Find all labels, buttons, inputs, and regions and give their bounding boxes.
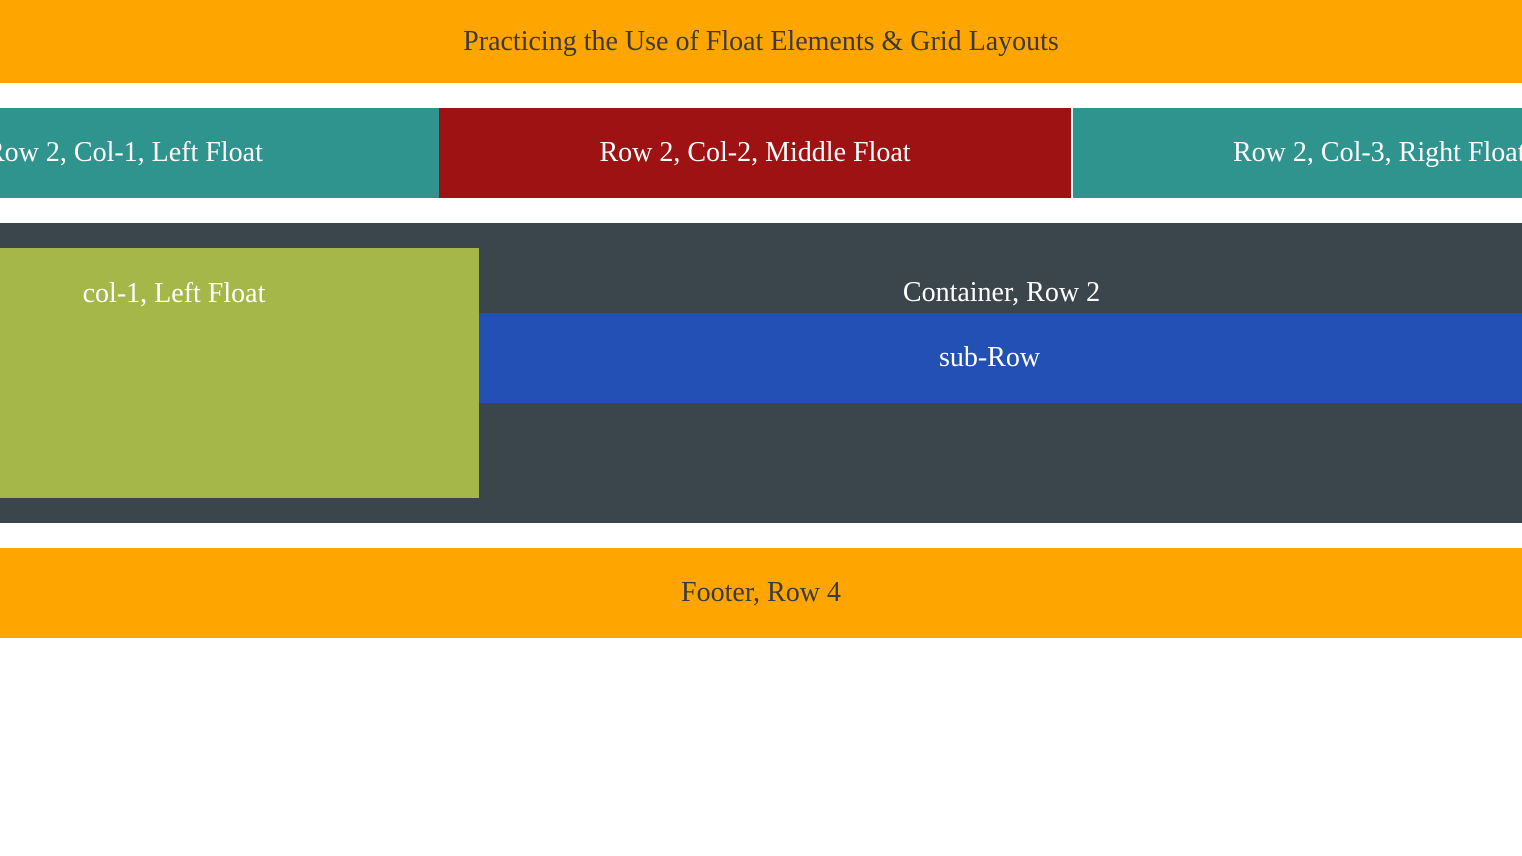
container-label-text: Container, Row 2 bbox=[902, 277, 1101, 308]
page-footer: Footer, Row 4 bbox=[0, 548, 1522, 638]
page-title: Practicing the Use of Float Elements & G… bbox=[463, 25, 1059, 57]
row2-col2-label: Row 2, Col-2, Middle Float bbox=[599, 137, 911, 168]
column-divider bbox=[1071, 108, 1073, 198]
sub-row-label: sub-Row bbox=[938, 342, 1041, 373]
row2-col3-right-float: Row 2, Col-3, Right Float bbox=[1073, 108, 1522, 198]
row2-col1-label: Row 2, Col-1, Left Float bbox=[0, 137, 263, 168]
container-label: Container, Row 2 bbox=[479, 248, 1522, 338]
row2-col1-left-float: Row 2, Col-1, Left Float bbox=[0, 108, 439, 198]
container-col1-label: col-1, Left Float bbox=[82, 278, 266, 309]
page-header: Practicing the Use of Float Elements & G… bbox=[0, 0, 1522, 83]
footer-label: Footer, Row 4 bbox=[681, 577, 841, 608]
row-2: Row 2, Col-1, Left Float Row 2, Col-2, M… bbox=[0, 108, 1522, 198]
container-row-2: col-1, Left Float Container, Row 2 sub-R… bbox=[0, 223, 1522, 523]
row2-col3-label: Row 2, Col-3, Right Float bbox=[1233, 137, 1522, 168]
container-col1-left-float: col-1, Left Float bbox=[0, 248, 479, 498]
container-sub-row: sub-Row bbox=[479, 313, 1522, 403]
row2-col2-middle-float: Row 2, Col-2, Middle Float bbox=[439, 108, 1071, 198]
